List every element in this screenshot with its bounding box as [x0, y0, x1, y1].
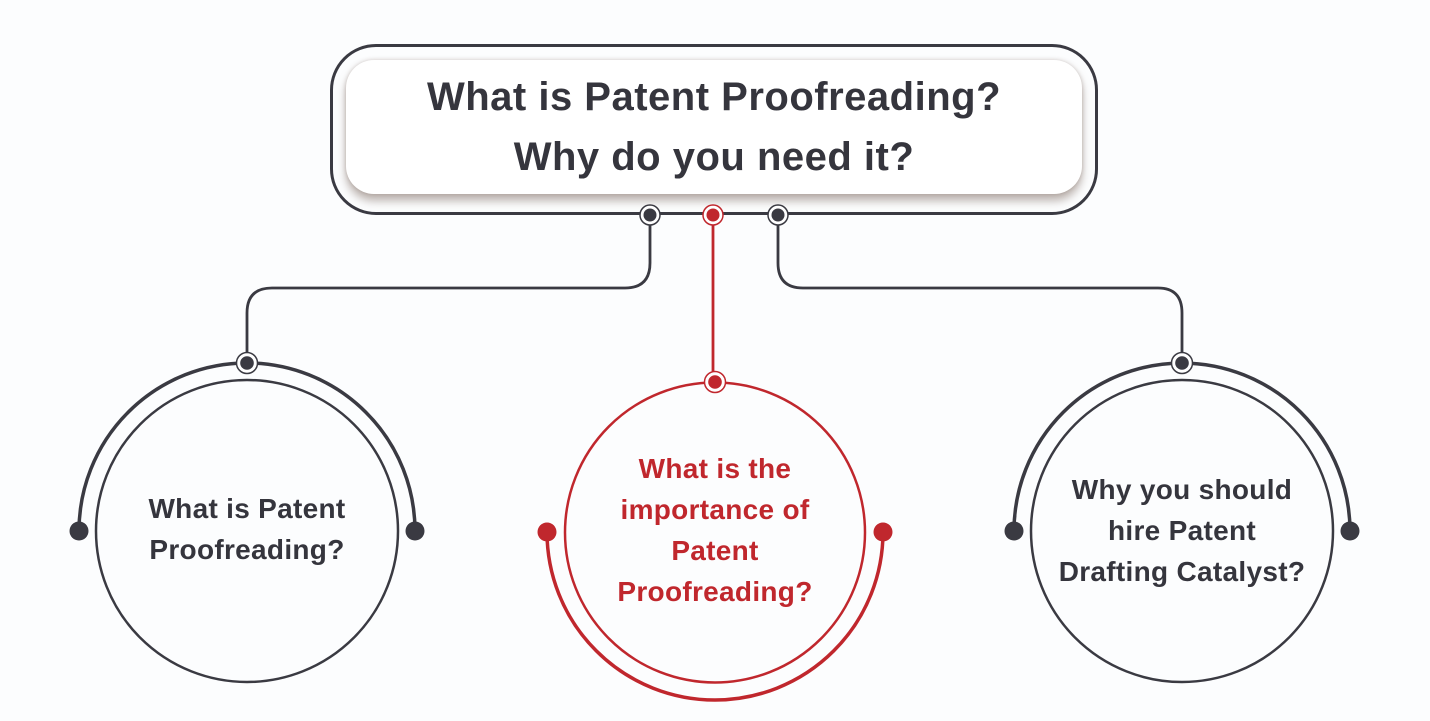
node-right-label-line: hire Patent — [1107, 515, 1256, 546]
arc-end-dot — [69, 521, 89, 541]
node-right-label-line: Why you should — [1071, 474, 1293, 505]
node-left-label-line: What is Patent — [148, 493, 346, 524]
node-anchor-dot — [708, 375, 722, 389]
node-left-label-line: Proofreading? — [149, 534, 345, 565]
title-line-1: What is Patent Proofreading? — [426, 75, 1002, 119]
node-left-label: What is Patent Proofreading? — [87, 488, 407, 570]
node-anchor-dot — [1175, 356, 1189, 370]
connector-right — [776, 215, 1184, 361]
arc-end-dot — [537, 522, 557, 542]
node-center-label-line: importance of — [620, 494, 810, 525]
arc-end-dot — [405, 521, 425, 541]
node-center-label-line: Patent — [671, 535, 759, 566]
node-center-label: What is the importance of Patent Proofre… — [555, 448, 875, 612]
node-right-label-line: Drafting Catalyst? — [1058, 556, 1306, 587]
title-box-inner: What is Patent Proofreading? Why do you … — [346, 60, 1082, 194]
node-center-label-line: Proofreading? — [617, 576, 813, 607]
connector-left — [245, 215, 652, 361]
node-anchor-dot-ring — [235, 351, 259, 375]
node-anchor-dot — [240, 356, 254, 370]
arc-end-dot — [873, 522, 893, 542]
title-box: What is Patent Proofreading? Why do you … — [330, 44, 1098, 215]
node-anchor-dot-ring — [703, 370, 727, 394]
node-center-label-line: What is the — [638, 453, 792, 484]
title-line-2: Why do you need it? — [513, 135, 915, 179]
node-anchor-dot-ring — [1170, 351, 1194, 375]
node-right-label: Why you should hire Patent Drafting Cata… — [1012, 469, 1352, 592]
